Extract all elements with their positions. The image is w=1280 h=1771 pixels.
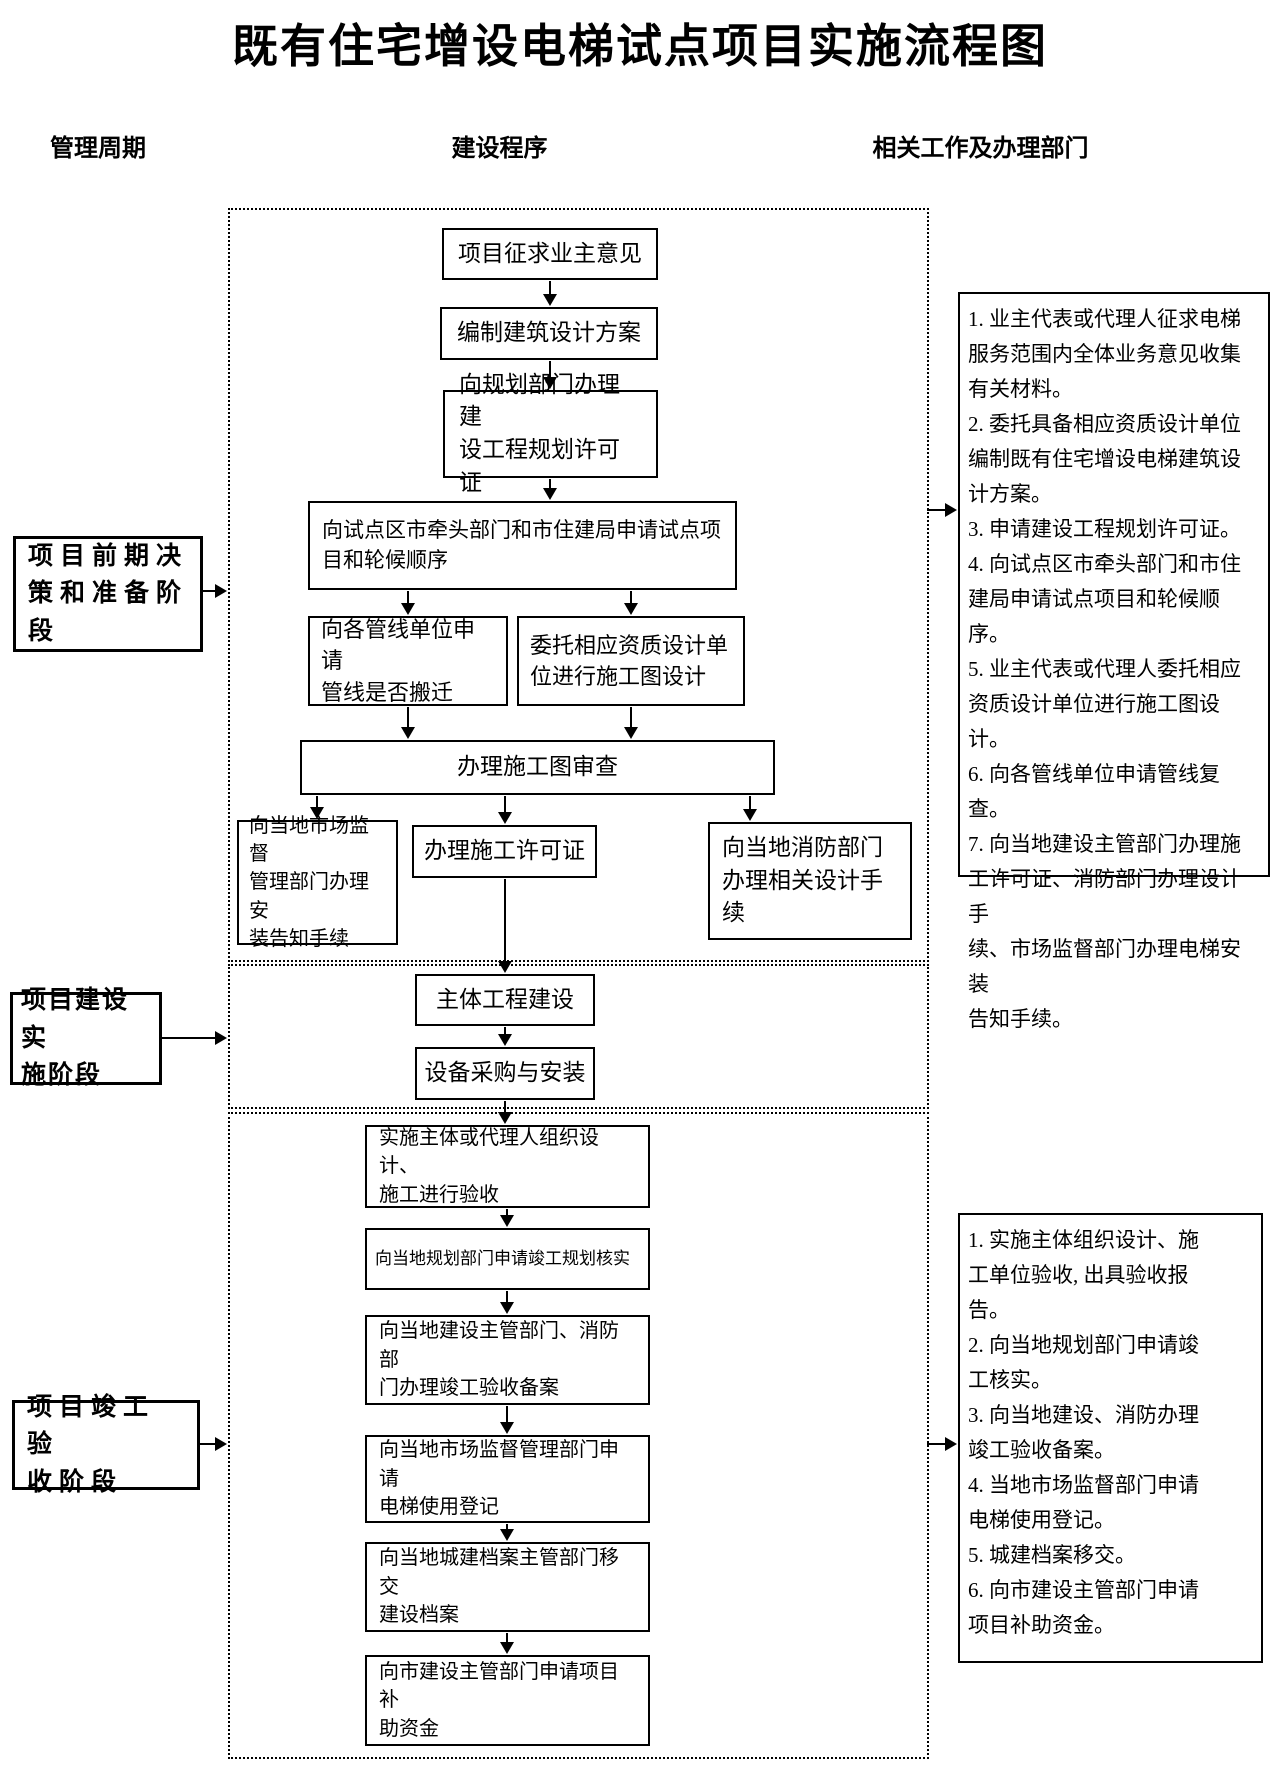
column-header-management-cycle: 管理周期	[50, 136, 146, 162]
flow-box-planning-verification: 向当地规划部门申请竣工规划核实	[365, 1228, 650, 1290]
flow-box-equipment-installation: 设备采购与安装	[415, 1047, 595, 1100]
arrow-stage2-container	[162, 1031, 227, 1045]
arrow-b16-b17	[500, 1524, 514, 1541]
flow-box-archives-transfer: 向当地城建档案主管部门移交 建设档案	[365, 1542, 650, 1632]
stage-label-acceptance: 项目竣工验 收阶段	[12, 1394, 200, 1496]
flow-box-main-construction: 主体工程建设	[415, 974, 595, 1026]
flow-box-elevator-use-registration: 向当地市场监督管理部门申请 电梯使用登记	[365, 1435, 650, 1523]
flow-box-subsidy-application: 向市建设主管部门申请项目补 助资金	[365, 1655, 650, 1746]
arrow-b12-b13	[498, 1101, 512, 1124]
arrow-stage1-container	[203, 584, 227, 598]
column-header-related-work: 相关工作及办理部门	[872, 136, 1089, 162]
flow-box-drawing-review: 办理施工图审查	[300, 740, 775, 795]
arrow-b17-b18	[500, 1633, 514, 1654]
arrow-b3-b4	[543, 479, 557, 500]
arrow-stage3-container	[200, 1437, 227, 1451]
flow-box-construction-permit: 办理施工许可证	[412, 825, 597, 878]
notes-box-preparation-stage: 1. 业主代表或代理人征求电梯 服务范围内全体业务意见收集 有关材料。 2. 委…	[958, 292, 1270, 1031]
flow-box-market-supervision-notice: 向当地市场监督 管理部门办理安 装告知手续	[237, 815, 398, 950]
flow-box-entrust-construction-drawing: 委托相应资质设计单 位进行施工图设计	[517, 616, 745, 706]
arrow-b14-b15	[500, 1291, 514, 1314]
column-header-construction-procedure: 建设程序	[451, 136, 548, 162]
stage1-dotted-container	[228, 208, 929, 962]
flow-box-pipeline-relocation: 向各管线单位申请 管线是否搬迁	[308, 616, 508, 706]
arrow-b15-b16	[500, 1406, 514, 1434]
arrow-b5-b7	[401, 707, 415, 739]
arrow-container3-notes	[927, 1437, 957, 1451]
flow-box-organize-acceptance: 实施主体或代理人组织设计、 施工进行验收	[365, 1125, 650, 1208]
flow-box-prepare-design-scheme: 编制建筑设计方案	[440, 307, 658, 360]
page-title: 既有住宅增设电梯试点项目实施流程图	[232, 21, 1048, 72]
notes-box-acceptance-stage: 1. 实施主体组织设计、施 工单位验收, 出具验收报 告。 2. 向当地规划部门…	[958, 1213, 1263, 1663]
arrow-b4-b6	[624, 591, 638, 615]
arrow-b4-b5	[401, 591, 415, 615]
flow-box-seek-owner-opinions: 项目征求业主意见	[442, 228, 658, 280]
stage-label-implementation: 项目建设实 施阶段	[10, 987, 162, 1089]
arrow-b7-b8	[310, 796, 324, 819]
flow-box-planning-permit: 向规划部门办理建 设工程规划许可证	[443, 372, 658, 495]
arrow-b9-b11	[498, 879, 512, 973]
stage2-dotted-container	[228, 964, 929, 1109]
stage-label-preparation: 项目前期决 策和准备阶 段	[13, 536, 203, 652]
arrow-b2-b3	[543, 361, 557, 389]
arrow-b13-b14	[500, 1209, 514, 1227]
arrow-b6-b7	[624, 707, 638, 739]
stage3-dotted-container	[228, 1112, 929, 1759]
arrow-container1-notes	[927, 503, 957, 517]
arrow-b7-b9	[498, 796, 512, 824]
arrow-b7-b10	[743, 796, 757, 821]
flow-box-completion-filing: 向当地建设主管部门、消防部 门办理竣工验收备案	[365, 1315, 650, 1405]
flow-box-apply-pilot-project: 向试点区市牵头部门和市住建局申请试点项 目和轮候顺序	[308, 501, 737, 590]
arrow-b1-b2	[543, 281, 557, 306]
flow-box-fire-design-procedures: 向当地消防部门 办理相关设计手 续	[708, 822, 912, 940]
arrow-b11-b12	[498, 1027, 512, 1046]
